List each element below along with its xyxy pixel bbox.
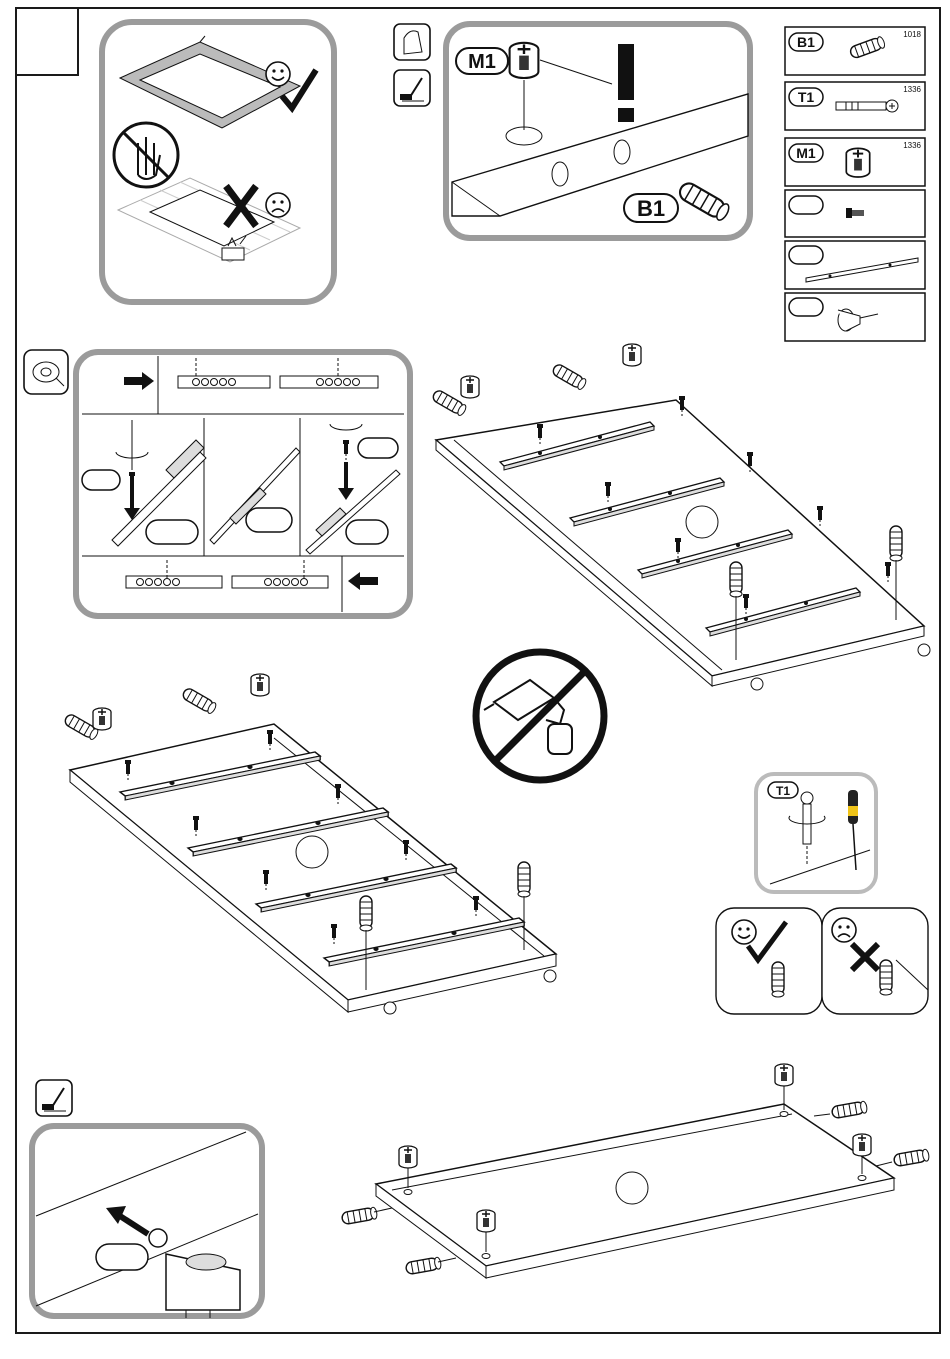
frown-face-icon <box>832 918 856 942</box>
svg-text:1336: 1336 <box>903 85 921 94</box>
svg-text:1336: 1336 <box>903 141 921 150</box>
m1-camlock-part <box>510 43 539 78</box>
svg-text:T1: T1 <box>776 784 790 798</box>
svg-text:T1: T1 <box>798 89 815 105</box>
smile-face-icon <box>732 920 756 944</box>
step-number-box <box>16 8 78 75</box>
connector-bolt-icon <box>836 100 898 112</box>
no-power-drill-icon <box>476 652 604 780</box>
parts-row-b1: B1 1018 <box>785 27 925 75</box>
parts-row-m1: M1 1336 <box>785 138 925 186</box>
svg-text:B1: B1 <box>637 196 665 221</box>
frown-face-icon <box>266 193 290 217</box>
svg-text:1018: 1018 <box>903 30 921 39</box>
camlock-icon <box>846 148 869 177</box>
glide-hammer-detail-panel <box>32 1126 262 1318</box>
cam-dowel-detail-panel: M1 B1 <box>446 24 750 238</box>
work-surface-panel <box>102 22 334 302</box>
t1-screwdriver-panel: T1 <box>756 774 876 892</box>
parts-row-rail <box>785 241 925 289</box>
smile-face-icon <box>266 62 290 86</box>
parts-list: B1 1018 T1 1336 M1 1336 <box>785 27 925 341</box>
hammer-icon <box>394 70 430 106</box>
correct-fitting-panel <box>716 908 822 1014</box>
rail-mounting-detail-panel <box>76 352 410 616</box>
hammer-icon <box>36 1080 72 1116</box>
exclamation-icon <box>618 44 634 122</box>
t1-callout: T1 <box>768 782 798 798</box>
svg-text:M1: M1 <box>796 145 816 161</box>
incorrect-fitting-panel <box>822 908 928 1014</box>
glove-icon <box>394 24 430 60</box>
board-with-rails-upper <box>431 344 930 690</box>
bottom-board-assembly <box>341 1064 930 1278</box>
parts-row-screw <box>785 190 925 237</box>
m1-callout: M1 <box>456 48 508 74</box>
svg-text:B1: B1 <box>797 34 815 50</box>
no-hand-icon <box>114 123 178 187</box>
parts-row-glide <box>785 293 925 341</box>
b1-callout: B1 <box>624 194 678 222</box>
tape-roll-icon <box>24 350 68 394</box>
parts-row-t1: T1 1336 <box>785 82 925 130</box>
svg-text:M1: M1 <box>468 51 496 73</box>
